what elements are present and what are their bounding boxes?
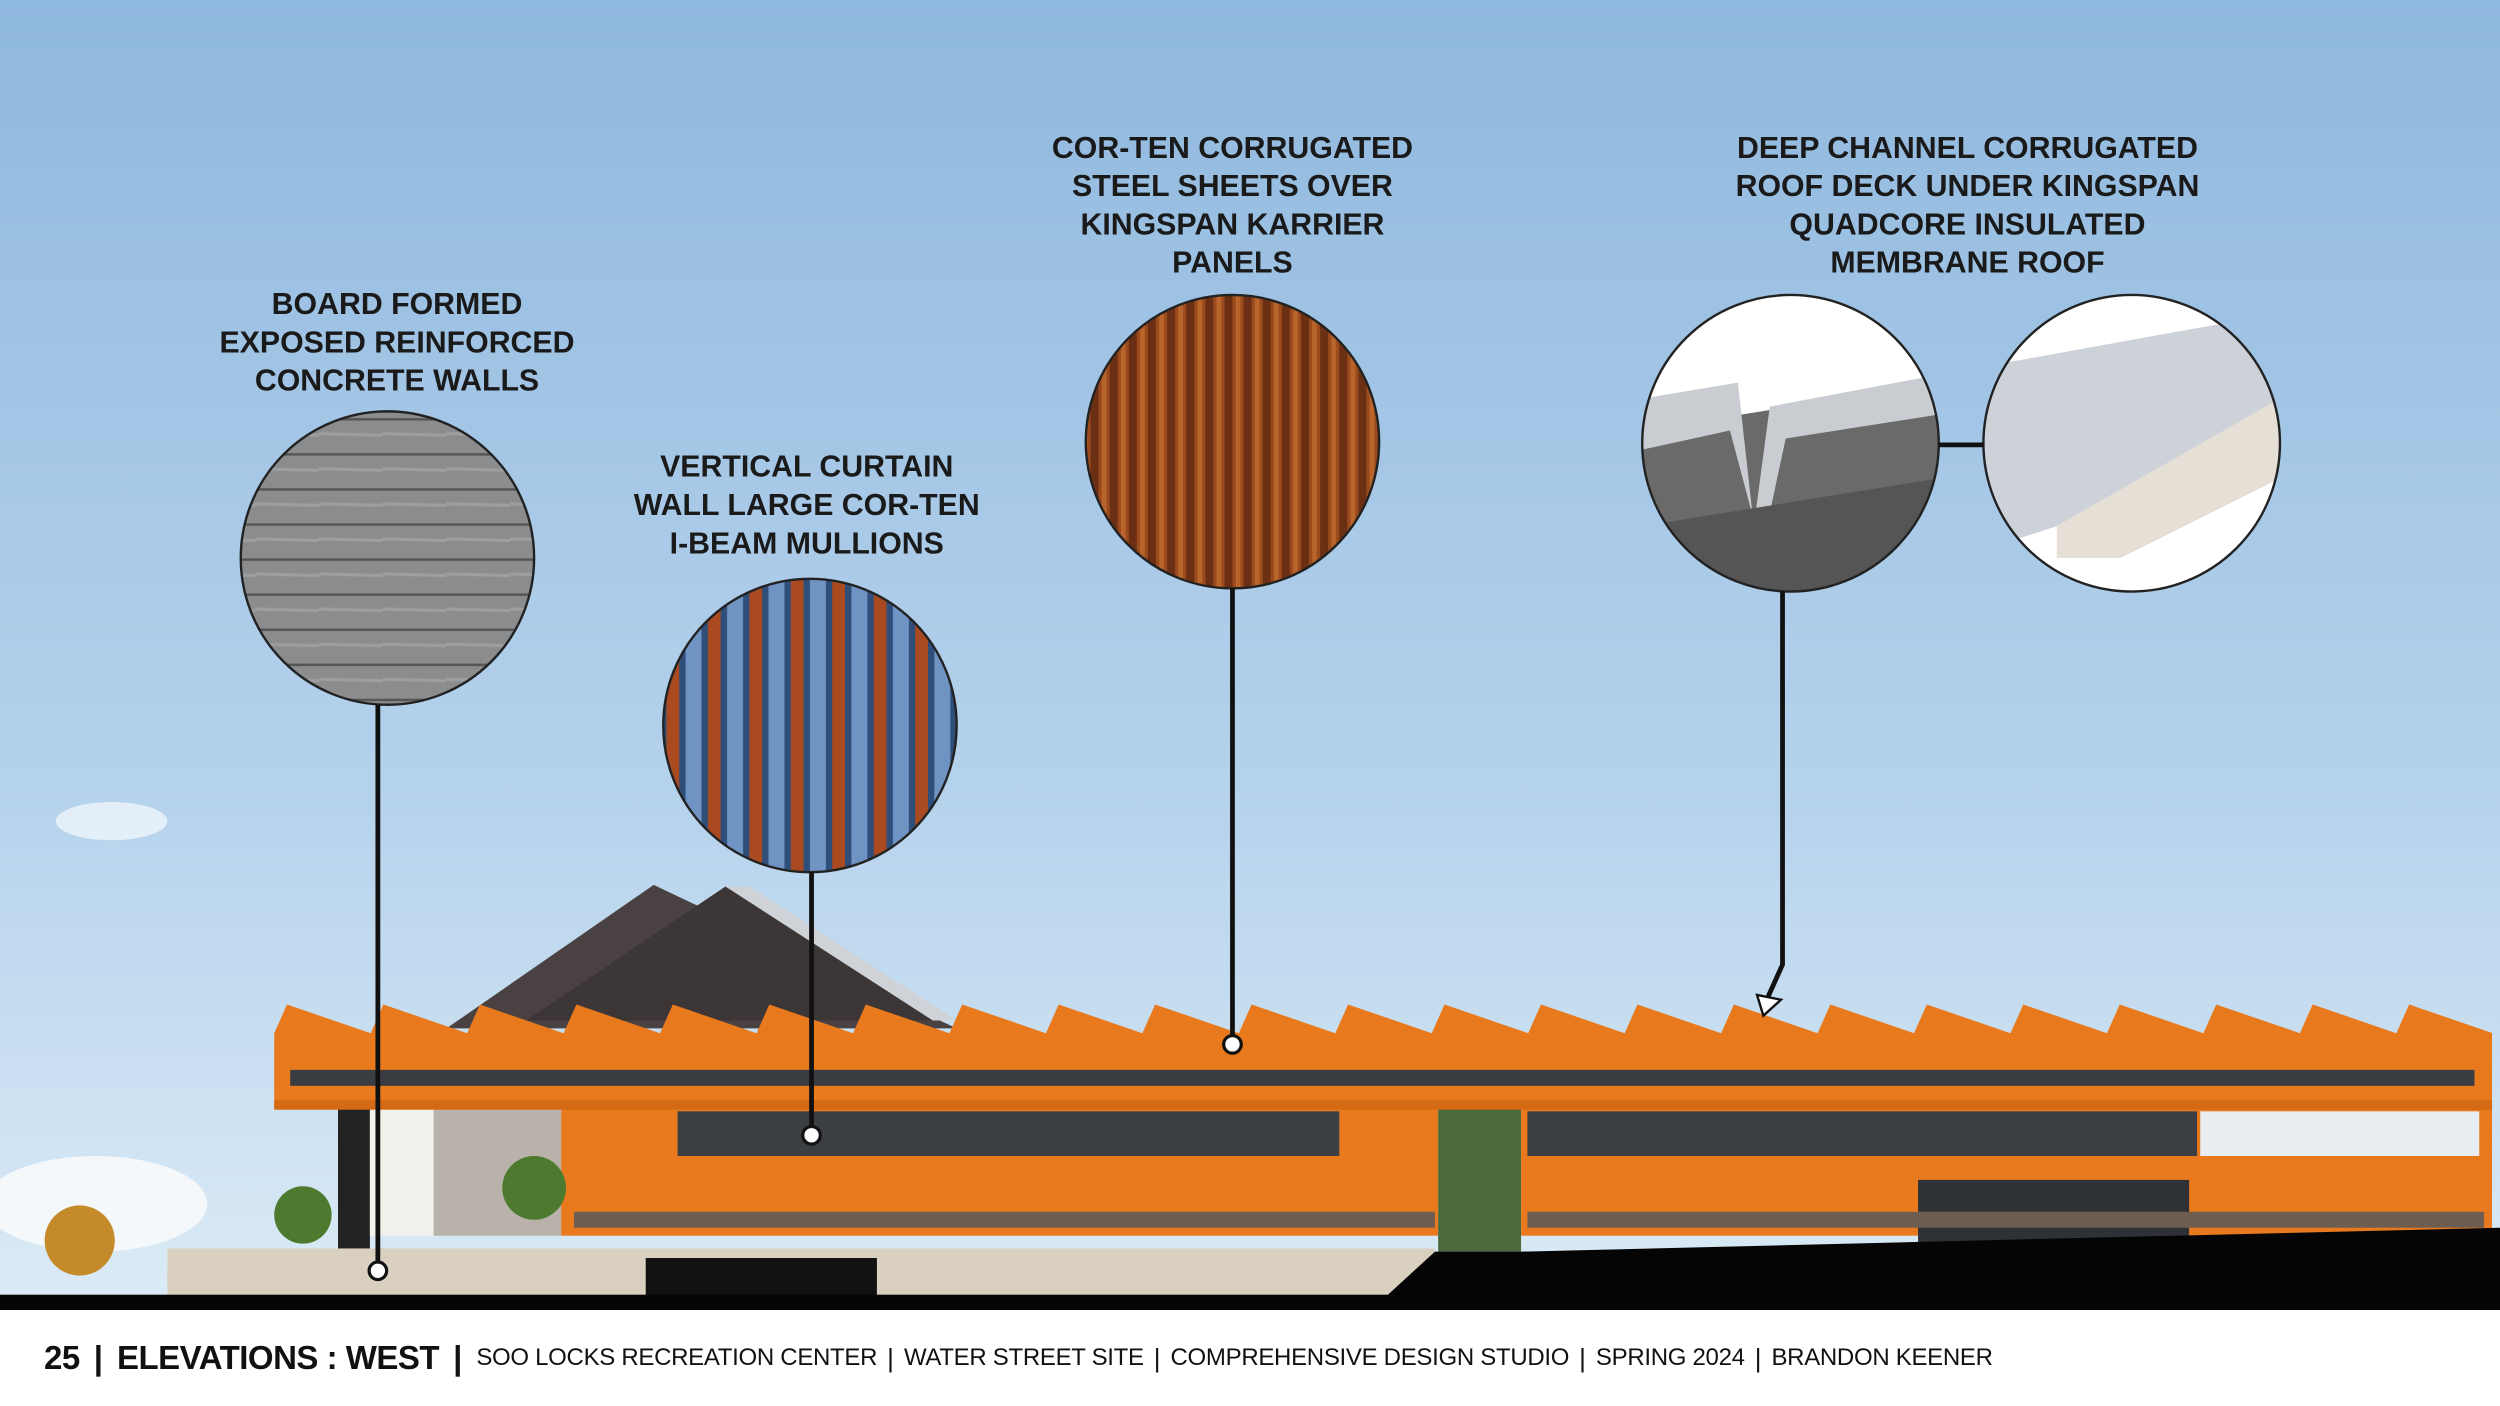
callout-label-line: DEEP CHANNEL CORRUGATED xyxy=(1737,132,2198,165)
footer-site: WATER STREET SITE xyxy=(903,1344,1144,1371)
footer-author: BRANDON KEENER xyxy=(1771,1344,1993,1371)
footer-studio: COMPREHENSIVE DESIGN STUDIO xyxy=(1170,1344,1570,1371)
callout-label-line: MEMBRANE ROOF xyxy=(1830,247,2104,280)
elevation-drawing: BOARD FORMED EXPOSED REINFORCED CONCRETE W… xyxy=(0,0,2500,1310)
callout-label-line: VERTICAL CURTAIN xyxy=(660,451,953,484)
page-number: 25 xyxy=(44,1339,80,1376)
slide-footer: 25 | ELEVATIONS : WEST | SOO LOCKS RECRE… xyxy=(0,1310,2500,1406)
page-title: ELEVATIONS : WEST xyxy=(116,1339,440,1376)
footer-term: SPRING 2024 xyxy=(1595,1344,1745,1371)
gable-roofs xyxy=(446,884,957,1029)
footer-project: SOO LOCKS RECREATION CENTER xyxy=(476,1344,878,1371)
arrow-icon xyxy=(1755,993,1784,1018)
separator: | xyxy=(887,1342,894,1373)
callout-roof: DEEP CHANNEL CORRUGATED ROOF DECK UNDER K… xyxy=(1641,132,2282,1018)
callout-curtain-wall: VERTICAL CURTAIN WALL LARGE COR-TEN I-BEAM… xyxy=(634,451,980,1146)
callout-label-line: PANELS xyxy=(1172,247,1293,280)
callout-dot xyxy=(367,1260,389,1282)
separator: | xyxy=(453,1339,463,1376)
callout-label-line: BOARD FORMED xyxy=(272,288,523,321)
building-elevation xyxy=(0,1004,2500,1310)
separator: | xyxy=(1153,1342,1161,1373)
separator: | xyxy=(93,1339,103,1376)
callout-label-line: QUADCORE INSULATED xyxy=(1789,208,2145,241)
callout-label-line: ROOF DECK UNDER KINGSPAN xyxy=(1736,170,2200,203)
callout-dot xyxy=(1222,1034,1243,1055)
callout-label-line: CONCRETE WALLS xyxy=(255,365,539,398)
separator: | xyxy=(1754,1342,1762,1373)
callout-dot xyxy=(801,1124,822,1146)
callout-label-line: STEEL SHEETS OVER xyxy=(1072,170,1393,203)
callout-label-line: I-BEAM MULLIONS xyxy=(670,527,944,560)
callout-label-line: WALL LARGE COR-TEN xyxy=(634,489,980,522)
separator: | xyxy=(1579,1342,1586,1373)
callout-label-line: EXPOSED REINFORCED xyxy=(219,326,574,359)
cloud xyxy=(55,802,168,841)
callout-label-line: COR-TEN CORRUGATED xyxy=(1052,132,1413,165)
callout-concrete: BOARD FORMED EXPOSED REINFORCED CONCRETE W… xyxy=(219,288,575,1282)
concrete-material-swatch xyxy=(239,410,536,706)
callout-corten: COR-TEN CORRUGATED STEEL SHEETS OVER KINGS… xyxy=(1052,132,1413,1055)
callout-label-line: KINGSPAN KARRIER xyxy=(1080,208,1384,241)
